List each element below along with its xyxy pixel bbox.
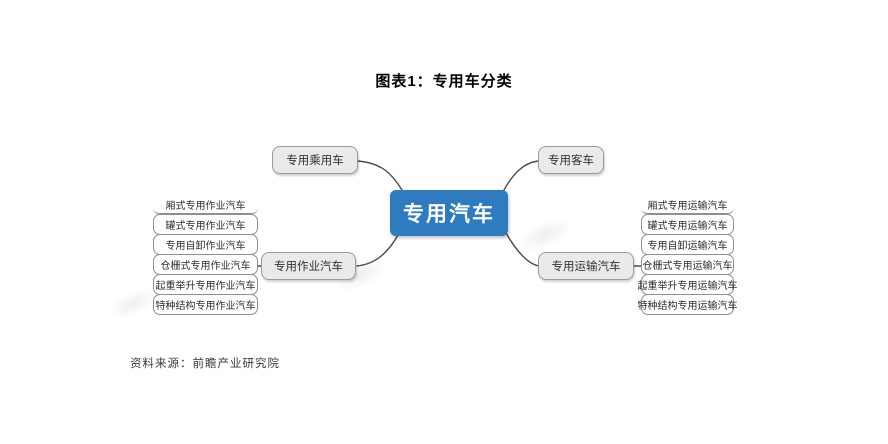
leaf-transport-stake: 仓栅式专用运输汽车 [641,254,734,275]
edge-center-to-left [356,232,400,267]
node-work-vehicle: 专用作业汽车 [261,252,356,280]
edge-center-to-top-right [503,160,539,191]
edge-center-to-right [505,232,540,267]
node-special-bus-label: 专用客车 [548,155,594,167]
leaf-transport-tank: 罐式专用运输汽车 [641,214,734,235]
edge-center-to-top-left [357,160,403,191]
node-work-vehicle-label: 专用作业汽车 [274,261,343,273]
node-center: 专用汽车 [390,190,508,236]
leaf-transport-dump: 专用自卸运输汽车 [641,234,734,255]
node-special-bus: 专用客车 [538,146,604,174]
chart-title: 图表1：专用车分类 [375,73,513,90]
node-passenger-vehicle-label: 专用乘用车 [286,155,344,167]
leaf-work-lifting: 起重举升专用作业汽车 [153,274,258,295]
node-transport-vehicle: 专用运输汽车 [538,252,634,280]
leaf-transport-special: 特种结构专用运输汽车 [638,294,738,315]
node-transport-vehicle-label: 专用运输汽车 [551,261,621,273]
leaf-transport-box: 厢式专用运输汽车 [641,195,734,214]
leaf-work-box: 厢式专用作业汽车 [153,195,258,214]
leaf-work-special: 特种结构专用作业汽车 [153,294,258,315]
leaf-work-tank: 罐式专用作业汽车 [153,214,258,235]
node-center-label: 专用汽车 [403,203,495,226]
leaf-work-dump: 专用自卸作业汽车 [153,234,258,255]
leaf-work-stake: 仓栅式专用作业汽车 [153,254,258,275]
source-note: 资料来源：前瞻产业研究院 [130,358,280,370]
leaf-transport-lifting: 起重举升专用运输汽车 [638,274,738,295]
node-passenger-vehicle: 专用乘用车 [272,146,358,174]
